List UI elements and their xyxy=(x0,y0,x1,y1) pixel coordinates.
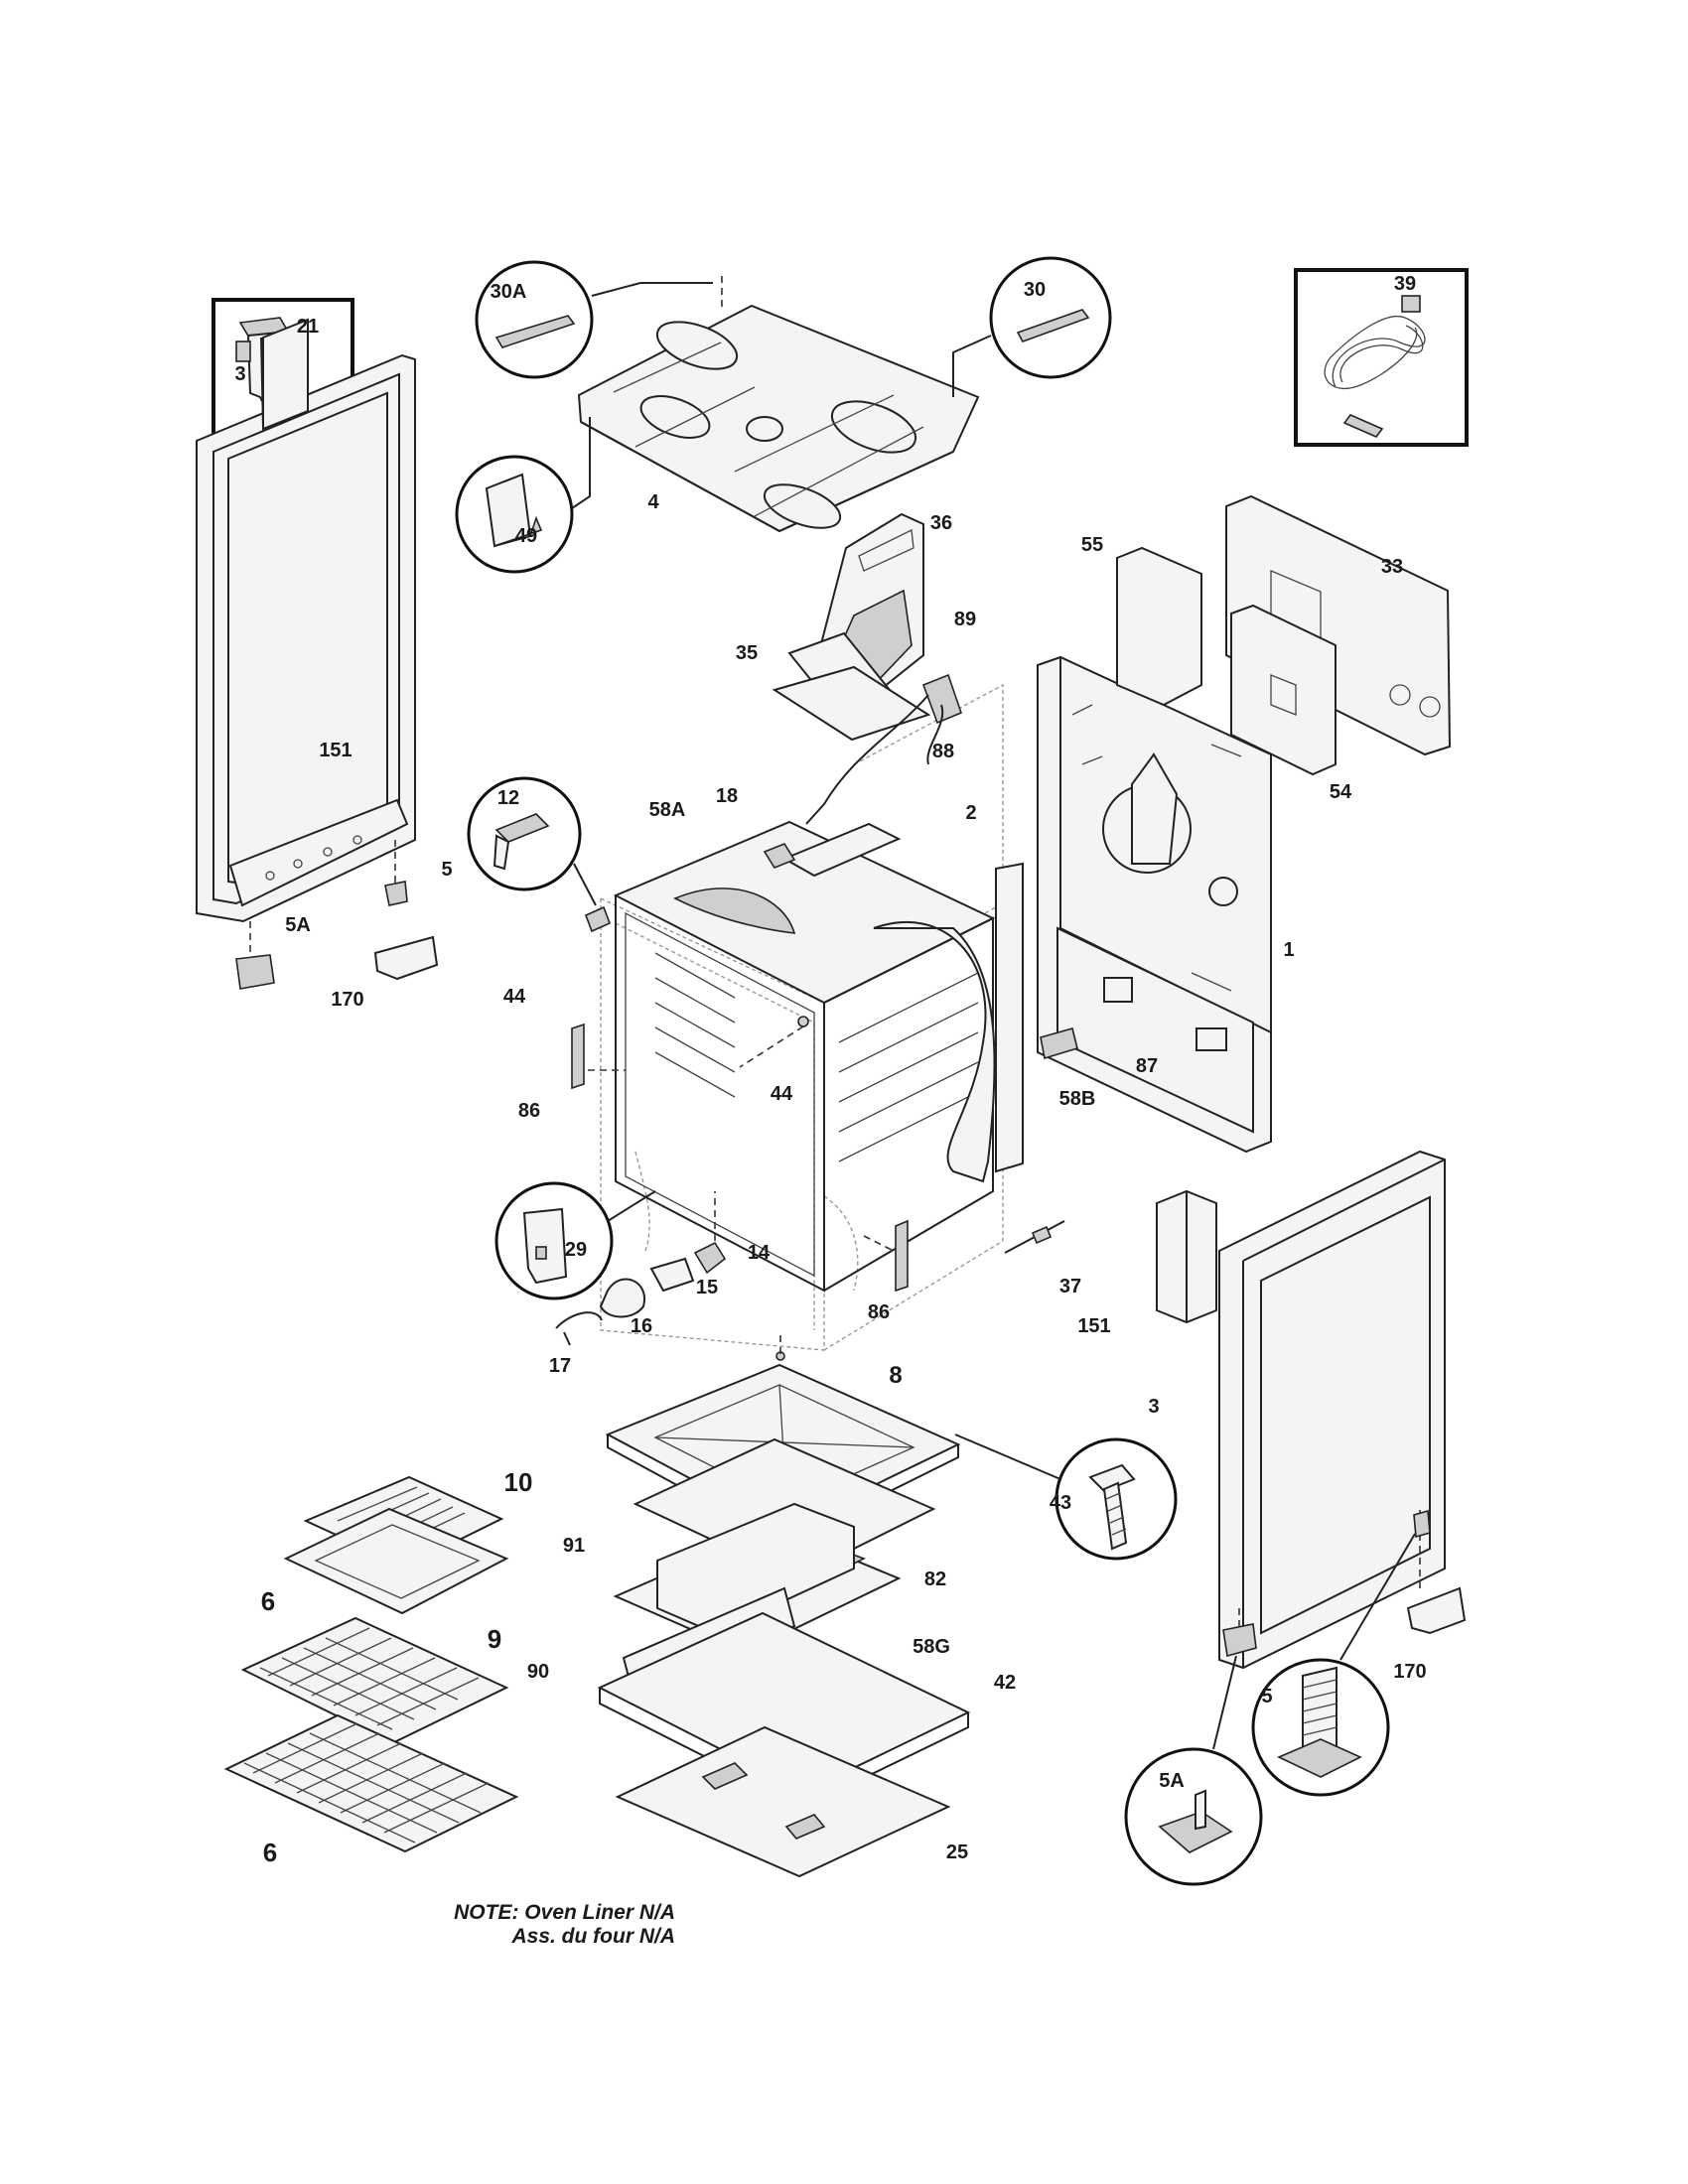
insulation-part-151-right xyxy=(1156,1189,1217,1324)
callout-36: 36 xyxy=(930,512,952,534)
bottom-cover-part-25 xyxy=(615,1725,951,1878)
callout-6-bottom: 6 xyxy=(263,1838,277,1867)
callout-30a: 30A xyxy=(491,281,527,303)
callout-151-right: 151 xyxy=(1077,1315,1110,1337)
side-panel-right-part-3 xyxy=(1218,1150,1446,1670)
callout-3-door: 3 xyxy=(234,363,245,385)
callout-39: 39 xyxy=(1394,273,1416,295)
callout-30: 30 xyxy=(1024,279,1046,301)
shield-part-54 xyxy=(1230,604,1336,776)
circle-detail-12 xyxy=(467,776,597,906)
callout-5a-right: 5A xyxy=(1159,1770,1185,1792)
leg-part-5a-right-small xyxy=(1222,1608,1257,1658)
callout-49: 49 xyxy=(515,525,537,547)
note-text: NOTE: Oven Liner N/A Ass. du four N/A xyxy=(417,1901,675,1949)
callout-42: 42 xyxy=(994,1672,1016,1694)
circle-detail-43 xyxy=(954,1433,1178,1561)
note-line-2: Ass. du four N/A xyxy=(511,1925,675,1948)
circle-detail-29 xyxy=(494,1181,656,1300)
callout-10: 10 xyxy=(504,1467,533,1497)
circle-detail-49 xyxy=(455,417,591,574)
callout-37: 37 xyxy=(1059,1276,1081,1297)
callout-86-right: 86 xyxy=(868,1301,890,1323)
callout-16: 16 xyxy=(631,1315,652,1337)
lens-part-16 xyxy=(599,1278,646,1318)
callout-33: 33 xyxy=(1381,556,1403,578)
oven-cavity-body xyxy=(600,683,1024,1351)
callout-58a: 58A xyxy=(649,799,686,821)
callout-3-side: 3 xyxy=(1148,1396,1159,1418)
bracket-part-170-right xyxy=(1406,1586,1467,1635)
circle-detail-5 xyxy=(1251,1533,1416,1797)
callout-151-left: 151 xyxy=(319,740,352,761)
callout-170-left: 170 xyxy=(331,989,363,1011)
callout-43: 43 xyxy=(1050,1492,1071,1514)
callout-35: 35 xyxy=(736,642,758,664)
callout-82: 82 xyxy=(924,1569,946,1590)
callout-170-right: 170 xyxy=(1393,1661,1426,1683)
callout-18: 18 xyxy=(716,785,738,807)
callout-86-left: 86 xyxy=(518,1100,540,1122)
callout-14: 14 xyxy=(748,1242,771,1264)
callout-25: 25 xyxy=(946,1842,968,1863)
terminal-block-part-87 xyxy=(1040,1027,1078,1060)
callout-1: 1 xyxy=(1283,939,1294,961)
clip-part-17 xyxy=(555,1311,603,1346)
callout-90: 90 xyxy=(527,1661,549,1683)
callout-88: 88 xyxy=(932,741,954,762)
left-door-hardware xyxy=(235,840,439,990)
callout-54: 54 xyxy=(1330,781,1352,803)
rack-support-part-86-left xyxy=(571,1023,626,1090)
broil-pan-part-9 xyxy=(283,1507,509,1615)
thermostat-part-89 xyxy=(805,673,962,825)
screw-part-44-mid xyxy=(739,1016,809,1068)
callout-55: 55 xyxy=(1081,534,1103,556)
callout-17: 17 xyxy=(549,1355,571,1377)
shield-part-55 xyxy=(1116,546,1202,707)
callout-91: 91 xyxy=(563,1535,585,1557)
callout-6-top: 6 xyxy=(261,1586,275,1616)
callout-89: 89 xyxy=(954,609,976,630)
back-panel-part-1 xyxy=(1037,655,1272,1154)
callout-12: 12 xyxy=(497,787,519,809)
callout-5-right: 5 xyxy=(1261,1686,1272,1707)
callout-4: 4 xyxy=(647,491,659,513)
callout-5-left: 5 xyxy=(441,859,452,881)
oven-rack-part-6-bottom xyxy=(223,1713,519,1853)
callout-15: 15 xyxy=(696,1277,718,1298)
callout-58g: 58G xyxy=(913,1636,950,1658)
circle-detail-30 xyxy=(952,256,1112,397)
rack-support-part-86-right xyxy=(863,1219,909,1293)
inset-box-part-39 xyxy=(1294,268,1469,447)
callout-29: 29 xyxy=(565,1239,587,1261)
circle-detail-5a xyxy=(1124,1655,1263,1886)
wire-part-37 xyxy=(1004,1220,1065,1254)
callout-58b: 58B xyxy=(1059,1088,1096,1110)
callout-8: 8 xyxy=(889,1362,902,1389)
callout-9: 9 xyxy=(488,1624,501,1654)
drawer-part-58g xyxy=(656,1502,855,1635)
oven-rack-part-6-top xyxy=(240,1616,509,1745)
callout-2: 2 xyxy=(965,802,976,824)
leg-part-5-right-small xyxy=(1413,1509,1431,1588)
bracket-part-35 xyxy=(772,665,931,742)
socket-part-44-left xyxy=(584,905,612,933)
callout-87: 87 xyxy=(1136,1055,1158,1077)
lamp-bulb-part-15 xyxy=(649,1257,695,1293)
lamp-socket-part-14 xyxy=(693,1191,727,1275)
callout-44-mid: 44 xyxy=(771,1083,793,1105)
note-line-1: NOTE: Oven Liner N/A xyxy=(454,1901,675,1924)
callout-44-left: 44 xyxy=(503,986,526,1008)
circle-detail-30a xyxy=(475,260,713,379)
cooktop-frame-part-4 xyxy=(577,276,980,533)
callout-21: 21 xyxy=(297,316,319,338)
callout-5a-left: 5A xyxy=(285,914,311,936)
oven-door-left-part-3 xyxy=(196,318,416,923)
